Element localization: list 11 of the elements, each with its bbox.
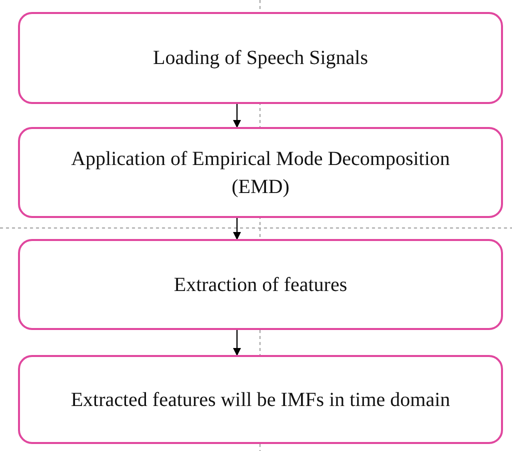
step-text: Application of Empirical Mode Decomposition (EMD) xyxy=(70,146,451,200)
arrow xyxy=(233,218,241,240)
step-text: Extraction of features xyxy=(174,272,348,298)
process-box xyxy=(18,12,503,104)
step-text: Extracted features will be IMFs in time domain xyxy=(70,388,450,412)
process-box xyxy=(18,127,503,218)
arrow xyxy=(233,330,241,356)
arrow xyxy=(233,104,241,128)
process-box xyxy=(18,355,503,444)
step-text: Loading of Speech Signals xyxy=(153,46,368,71)
process-box xyxy=(18,239,503,330)
